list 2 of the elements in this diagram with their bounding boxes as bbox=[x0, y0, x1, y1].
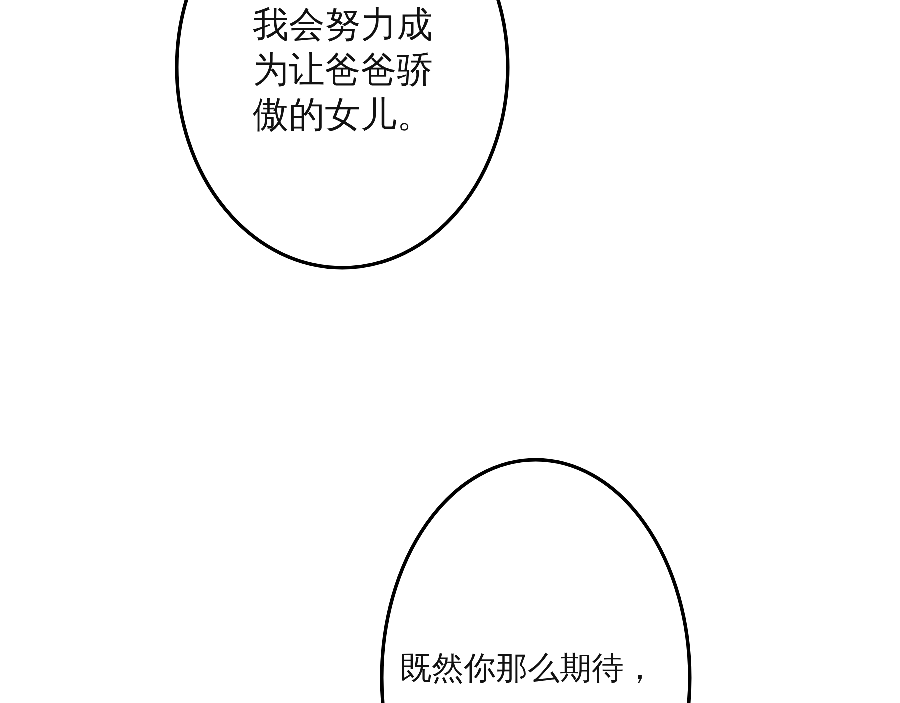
speech-text: 我会努力成为让爸爸骄傲的女儿。 bbox=[253, 4, 434, 138]
speech-text: 既然你那么期待， bbox=[400, 648, 657, 688]
